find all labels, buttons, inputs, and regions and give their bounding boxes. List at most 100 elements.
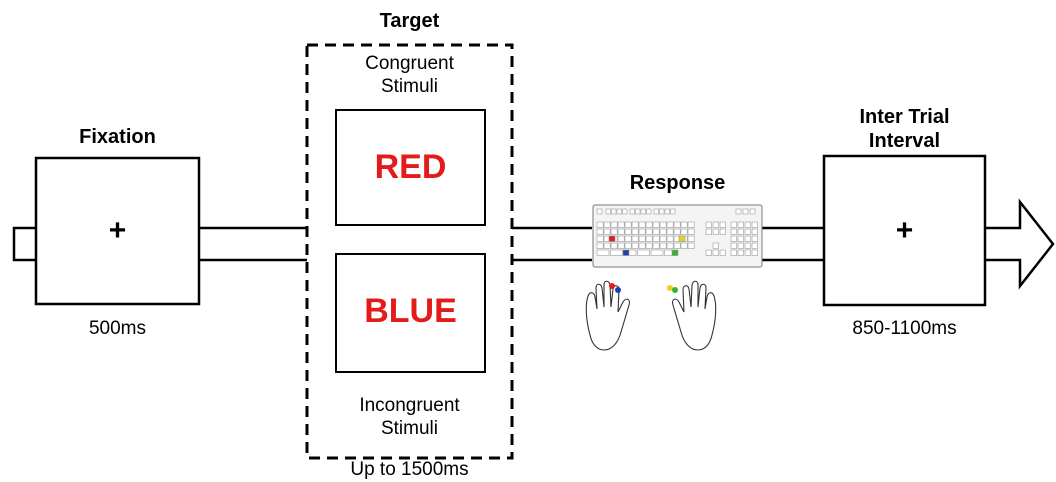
keyboard-key [751, 242, 758, 249]
keyboard-key [744, 242, 751, 249]
keyboard-key [637, 249, 650, 256]
keyboard-key [610, 249, 623, 256]
arrow-tail [12, 226, 36, 262]
keyboard-key [596, 235, 604, 242]
keyboard-key [737, 228, 744, 235]
keyboard-key [664, 208, 670, 215]
right-hand-finger-yellow [667, 285, 673, 291]
keyboard-key [751, 228, 758, 235]
fixation-cross: + [108, 214, 127, 247]
iti-cross: + [895, 214, 914, 247]
keyboard-key [645, 221, 653, 228]
keyboard-key [680, 221, 688, 228]
keyboard-key [659, 208, 665, 215]
congruent-stimulus-box [335, 109, 486, 226]
keyboard-key [638, 221, 646, 228]
keyboard-key [603, 221, 611, 228]
keyboard-key [617, 221, 625, 228]
keyboard-key [705, 249, 712, 256]
keyboard-key [712, 242, 719, 249]
keyboard-key [610, 221, 618, 228]
left-hand-finger-blue [615, 287, 621, 293]
keyboard-icon [592, 204, 763, 268]
congruent-label-line2: Stimuli [380, 76, 438, 97]
keyboard-key [687, 221, 695, 228]
keyboard-key [744, 221, 751, 228]
keyboard-key [616, 208, 622, 215]
response-title: Response [629, 172, 726, 194]
keyboard-key [659, 221, 667, 228]
keyboard-key [673, 228, 681, 235]
keyboard-key [653, 208, 659, 215]
keyboard-key [712, 228, 719, 235]
iti-box [822, 154, 987, 307]
keyboard-key [712, 249, 719, 256]
incongruent-word: BLUE [364, 292, 457, 330]
keyboard-key [640, 208, 646, 215]
keyboard-key [624, 242, 632, 249]
keyboard-key [645, 235, 653, 242]
keyboard-key [666, 235, 674, 242]
keyboard-key [730, 249, 737, 256]
arrow-head [985, 198, 1055, 290]
keyboard-key [744, 249, 751, 256]
response-key-red [608, 235, 616, 242]
congruent-label-line1: Congruent [365, 53, 454, 74]
left-hand-finger-red [609, 283, 615, 289]
keyboard-key [749, 208, 756, 215]
keyboard-key [742, 208, 749, 215]
keyboard-key [673, 242, 681, 249]
iti-duration: 850-1100ms [852, 318, 957, 339]
keyboard-key [645, 228, 653, 235]
keyboard-key [670, 208, 676, 215]
keyboard-key [652, 235, 660, 242]
fixation-duration: 500ms [88, 318, 147, 339]
target-duration: Up to 1500ms [350, 459, 469, 480]
keyboard-key [659, 235, 667, 242]
keyboard-key [605, 208, 611, 215]
keyboard-key [603, 228, 611, 235]
keyboard-key [610, 228, 618, 235]
keyboard-key [730, 235, 737, 242]
right-hand-finger-green [672, 287, 678, 293]
fixation-box [34, 156, 201, 306]
keyboard-key [737, 235, 744, 242]
keyboard-key [680, 242, 688, 249]
keyboard-key [617, 242, 625, 249]
right-hand-icon [667, 280, 717, 351]
keyboard-key [622, 208, 628, 215]
keyboard-key [687, 228, 695, 235]
keyboard-key [624, 228, 632, 235]
keyboard-key [645, 242, 653, 249]
keyboard-key [737, 249, 744, 256]
keyboard-key [624, 221, 632, 228]
incongruent-label-line1: Incongruent [359, 395, 460, 416]
keyboard-key [730, 221, 737, 228]
response-key-blue [622, 249, 630, 256]
keyboard-key [673, 221, 681, 228]
keyboard-key [751, 235, 758, 242]
keyboard-key [744, 235, 751, 242]
keyboard-key [603, 242, 611, 249]
keyboard-key [638, 242, 646, 249]
keyboard-key [687, 242, 695, 249]
keyboard-key [719, 221, 726, 228]
keyboard-key [659, 228, 667, 235]
keyboard-key [719, 228, 726, 235]
keyboard-key [650, 249, 664, 256]
keyboard-key [611, 208, 617, 215]
keyboard-key [666, 221, 674, 228]
keyboard-key [624, 235, 632, 242]
keyboard-key [596, 221, 604, 228]
keyboard-key [737, 242, 744, 249]
keyboard-key [652, 221, 660, 228]
keyboard-key [638, 235, 646, 242]
keyboard-key [610, 242, 618, 249]
keyboard-key [596, 249, 610, 256]
keyboard-key [646, 208, 652, 215]
keyboard-key [712, 221, 719, 228]
timeline-arrow [12, 198, 1055, 290]
left-hand-icon [585, 280, 630, 351]
